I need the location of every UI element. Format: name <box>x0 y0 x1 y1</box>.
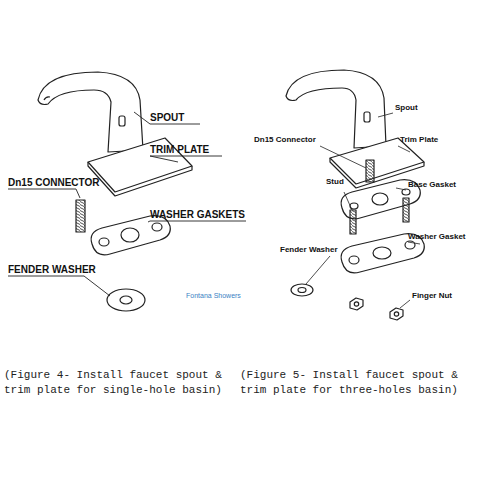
figure-caption: (Figure 4- Install faucet spout & trim p… <box>4 368 240 398</box>
stud <box>403 198 409 222</box>
watermark: Fontana Showers <box>186 292 241 300</box>
part-label: Spout <box>395 104 418 113</box>
stud <box>350 210 356 234</box>
part-label: Washer Gasket <box>408 233 466 242</box>
part-label: Finger Nut <box>412 292 452 301</box>
part-label: TRIM PLATE <box>150 144 209 155</box>
part-label: FENDER WASHER <box>8 264 96 275</box>
finger-nut <box>390 308 403 320</box>
part-label: Fender Washer <box>280 246 338 255</box>
part-label: Dn15 Connector <box>254 136 316 145</box>
finger-nut <box>350 298 363 310</box>
part-label: WASHER GASKETS <box>150 209 245 220</box>
fender-washer <box>107 289 145 311</box>
part-label: Dn15 CONNECTOR <box>8 177 100 188</box>
fender-washer <box>291 284 313 296</box>
trim-plate <box>330 138 424 184</box>
part-label: SPOUT <box>150 112 184 123</box>
washer-gasket <box>91 216 170 255</box>
connector <box>366 160 374 182</box>
spout <box>38 72 143 152</box>
part-label: Trim Plate <box>400 136 438 145</box>
part-label: Stud <box>326 178 344 187</box>
part-label: Base Gasket <box>408 181 456 190</box>
connector <box>76 200 85 232</box>
figure-caption: (Figure 5- Install faucet spout & trim p… <box>240 368 476 398</box>
